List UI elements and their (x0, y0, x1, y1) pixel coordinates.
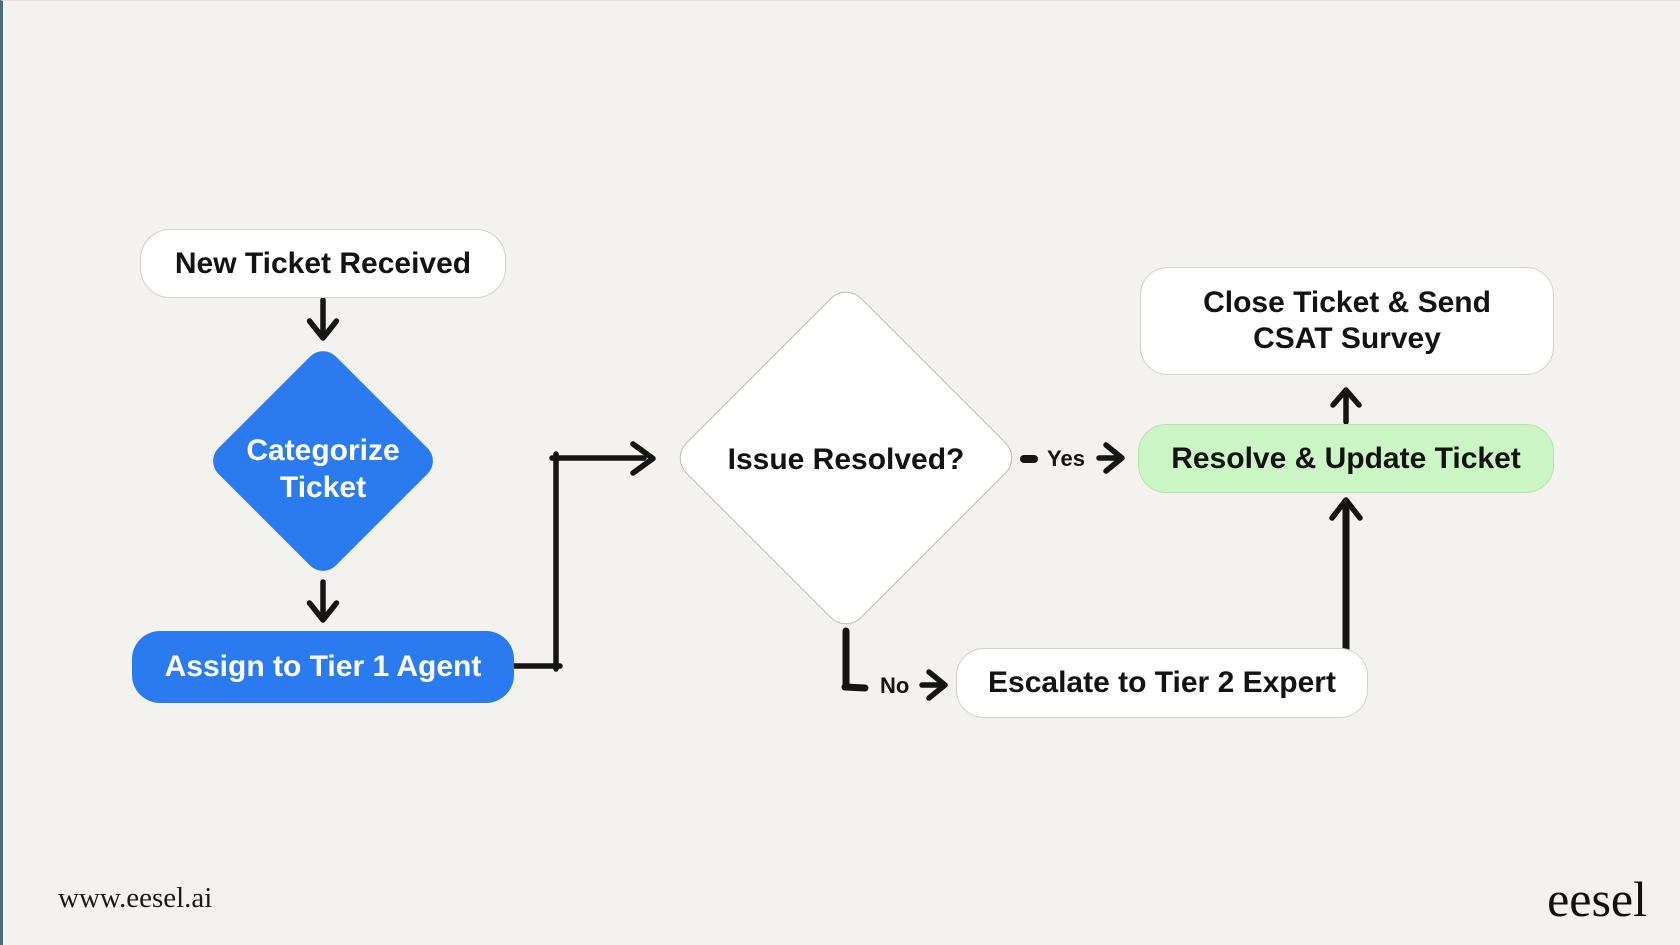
no-edge-label: No (880, 673, 910, 698)
arrow-resolve-to-close-head (1330, 387, 1362, 408)
escalate-tier2-label: Escalate to Tier 2 Expert (988, 666, 1336, 699)
close-ticket-node: Close Ticket & Send CSAT Survey (1140, 267, 1554, 375)
website-url: www.eesel.ai (58, 882, 213, 914)
categorize-ticket-label: Categorize Ticket (203, 403, 443, 535)
new-ticket-received-node: New Ticket Received (140, 229, 506, 298)
arrow-categorize-to-assign-head (306, 600, 340, 623)
resolve-update-node: Resolve & Update Ticket (1138, 424, 1554, 493)
eesel-logo: eesel (1547, 871, 1647, 927)
yes-arrow-head (1103, 442, 1125, 474)
yes-edge-label: Yes (1047, 446, 1085, 471)
assign-tier1-node: Assign to Tier 1 Agent (132, 631, 514, 703)
arrow-new-to-categorize-head (306, 318, 340, 341)
issue-resolved-label: Issue Resolved? (726, 430, 966, 490)
issue-resolved-text: Issue Resolved? (727, 443, 965, 476)
no-arrow-head (926, 669, 948, 701)
close-ticket-label-line2: CSAT Survey (1253, 322, 1441, 355)
resolve-update-label: Resolve & Update Ticket (1171, 441, 1521, 475)
no-branch-foot (841, 683, 869, 692)
assign-tier1-label: Assign to Tier 1 Agent (164, 650, 482, 683)
arrow-assign-to-issue-head (630, 441, 656, 476)
escalate-tier2-node: Escalate to Tier 2 Expert (956, 648, 1368, 718)
categorize-label-line1: Categorize (246, 434, 400, 467)
new-ticket-received-label: New Ticket Received (174, 246, 472, 280)
close-ticket-label-line1: Close Ticket & Send (1203, 286, 1491, 319)
categorize-label-line2: Ticket (279, 471, 367, 504)
arrow-escalate-to-resolve-head (1329, 497, 1363, 521)
